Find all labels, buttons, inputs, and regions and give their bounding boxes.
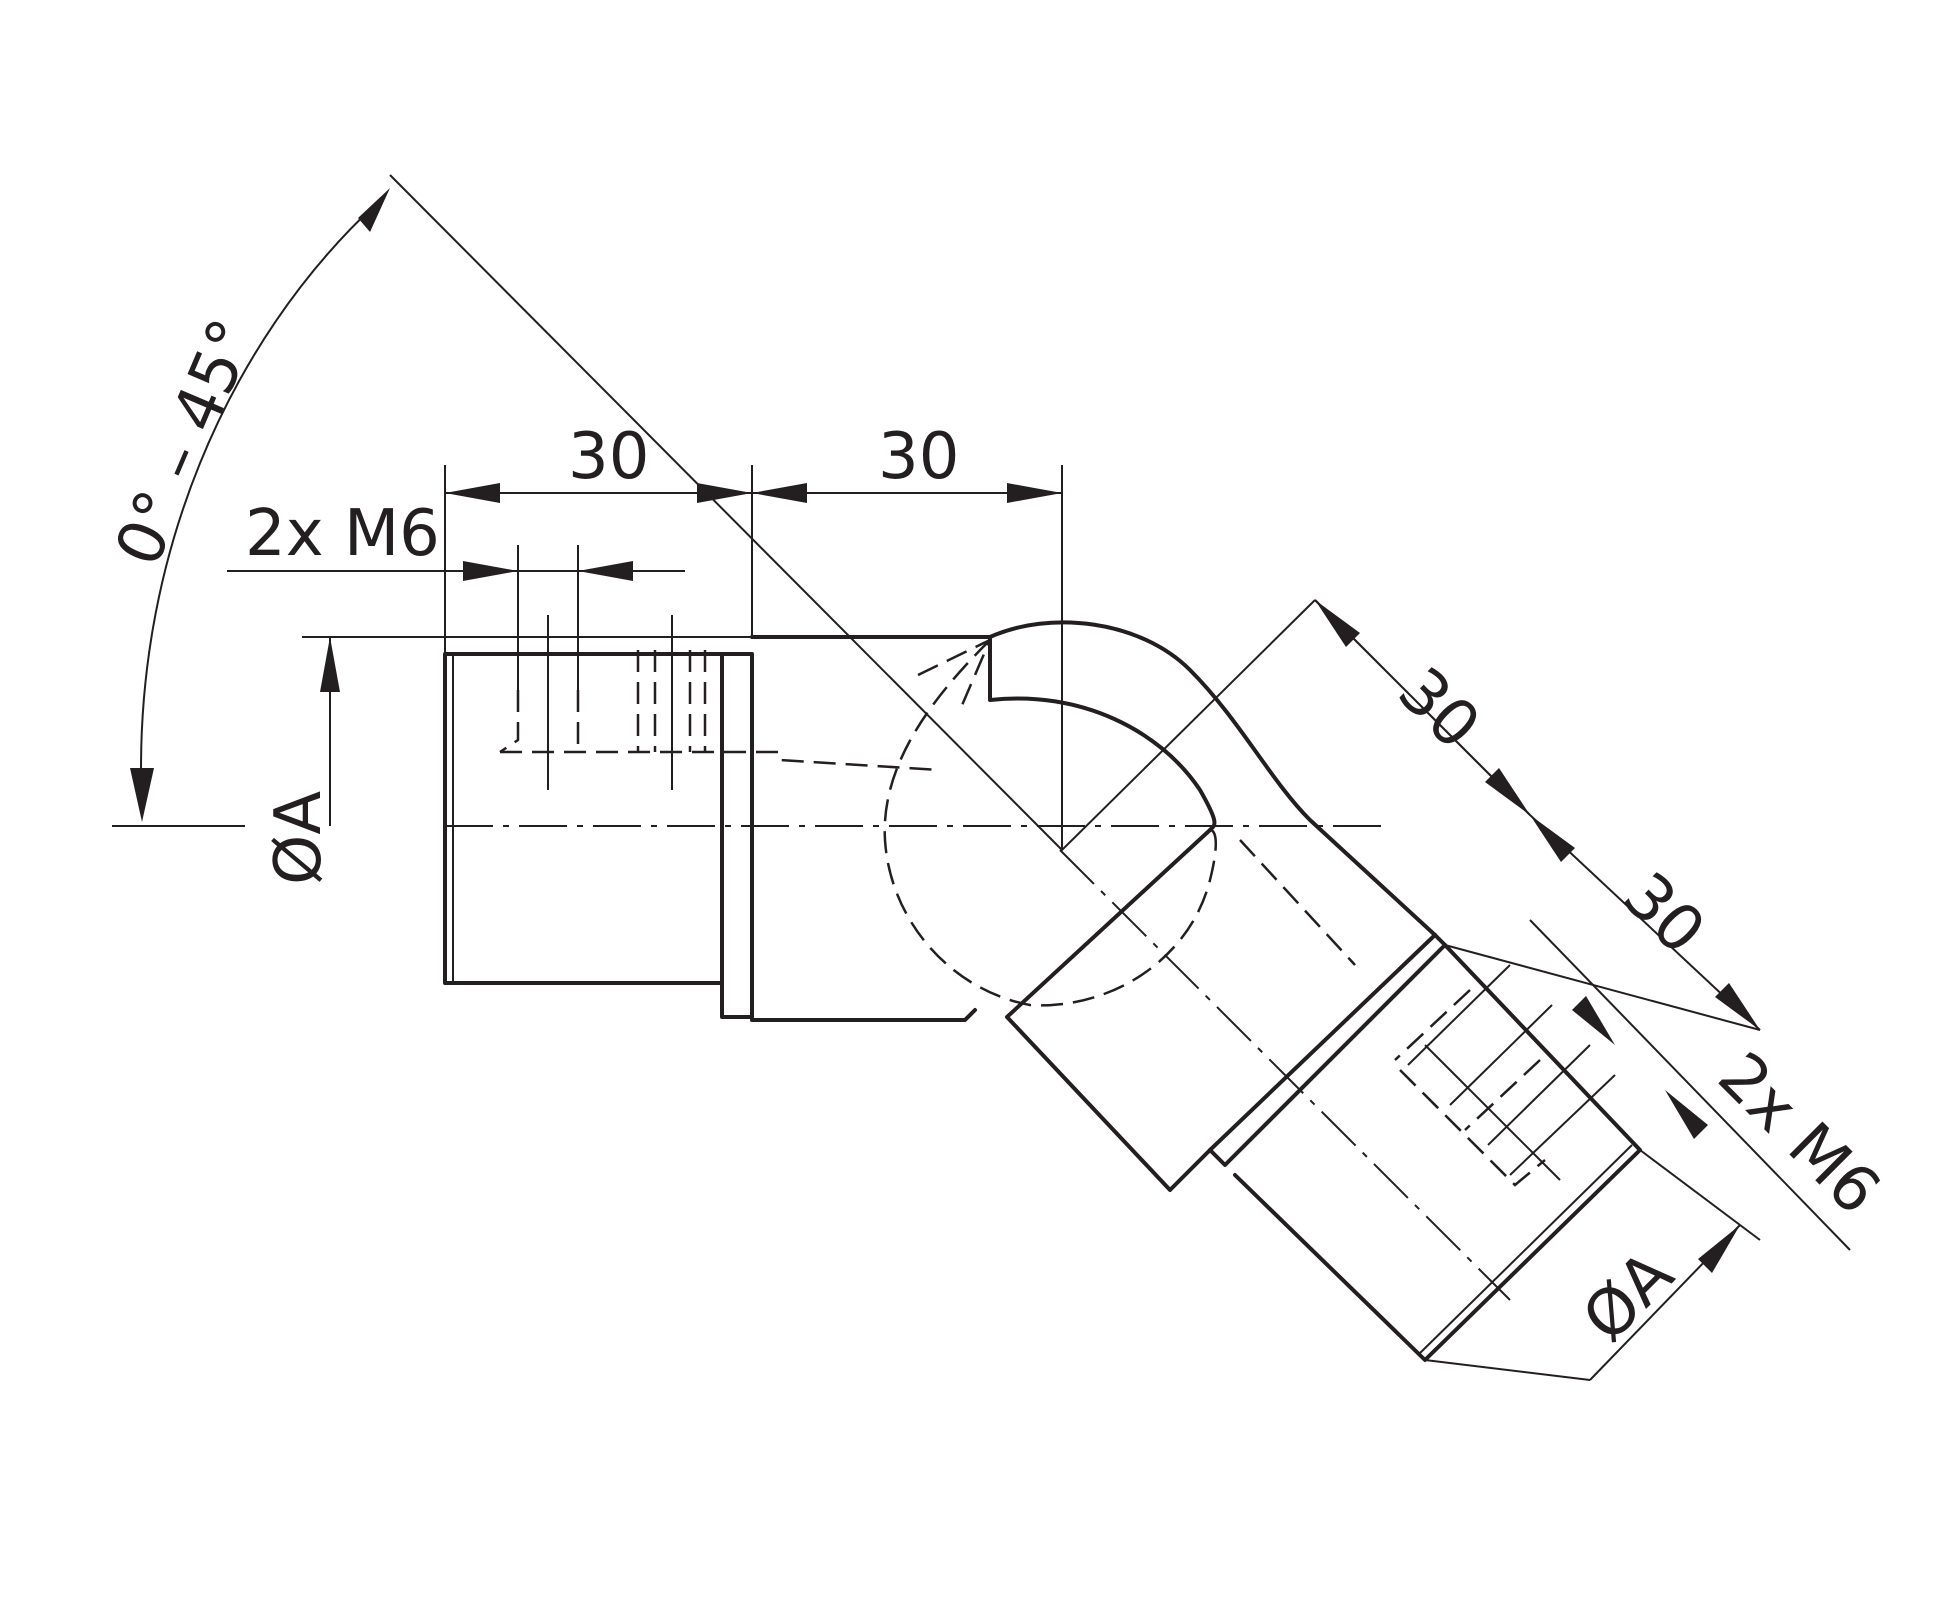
left-diam-arrow	[320, 637, 340, 692]
right-diam-arrow	[1698, 1225, 1740, 1273]
right-thread-label: 2x M6	[1704, 1039, 1894, 1229]
left-thread-arrow-2	[578, 561, 633, 581]
swivel-elbow	[883, 620, 1437, 1192]
right-dim2-arrow-bottom	[1715, 983, 1760, 1030]
left-dimensions: 30 30 2x M6 ØA	[227, 420, 1063, 885]
left-thread-arrow-1	[463, 561, 518, 581]
left-dim1-arrow-right	[697, 483, 752, 503]
right-diameter-label: ØA	[1569, 1237, 1688, 1356]
left-dim2-arrow-left	[752, 483, 807, 503]
right-dim1-arrow-top	[1315, 600, 1360, 647]
right-dim2-arrow-top	[1530, 815, 1575, 862]
right-dim1-arrow-bottom	[1485, 768, 1530, 815]
right-thread-arrow-1	[1572, 996, 1615, 1045]
left-dim2-arrow-right	[1007, 483, 1062, 503]
left-thread-bores	[499, 545, 941, 790]
left-thread-label: 2x M6	[245, 497, 440, 571]
left-length-dim-1: 30	[568, 420, 649, 494]
angle-arrow-top	[358, 188, 390, 232]
right-tube-body	[1208, 933, 1642, 1362]
right-thread-arrow-2	[1665, 1090, 1708, 1139]
right-length-dim-2: 30	[1609, 859, 1719, 969]
angle-arrow-bottom	[130, 768, 154, 822]
left-dim1-arrow-left	[445, 483, 500, 503]
right-thread-bores	[1394, 964, 1616, 1187]
right-length-dim-1: 30	[1384, 654, 1494, 764]
left-diameter-label: ØA	[262, 791, 336, 885]
left-length-dim-2: 30	[878, 420, 959, 494]
